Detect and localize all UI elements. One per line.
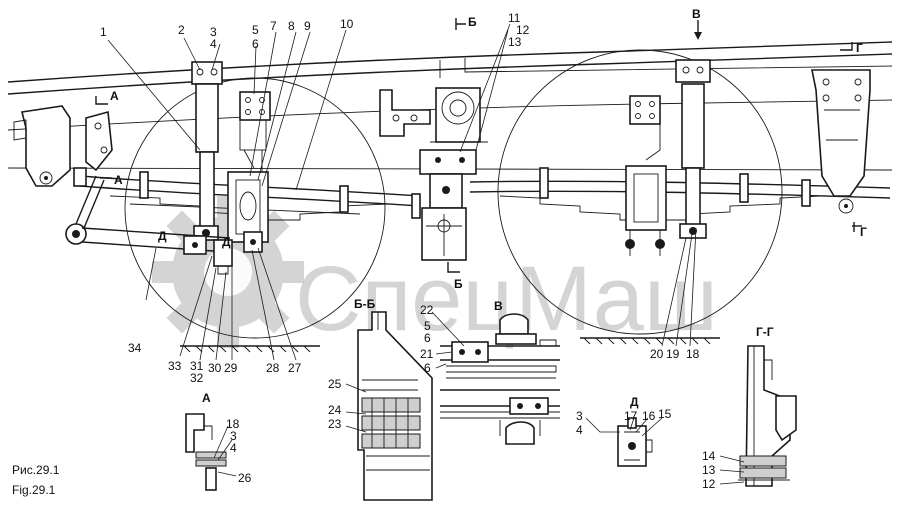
callout-28: 28 — [266, 361, 280, 375]
front-hanger-bracket — [13, 105, 113, 187]
callout-4: 4 — [210, 37, 217, 51]
detail-callouts: Б-Б 25 24 23 В 22 5 6 21 6 Д 3 4 17 16 1… — [202, 297, 774, 491]
ground-lines — [180, 337, 720, 353]
d-callout-3: 3 — [576, 409, 583, 423]
callout-33: 33 — [168, 359, 182, 373]
callout-20: 20 — [650, 347, 664, 361]
section-A-top: А — [110, 89, 119, 103]
section-letters: А А Б Б В Г Г Д Д — [110, 7, 867, 291]
d-callout-4: 4 — [576, 423, 583, 437]
bb-callout-23: 23 — [328, 417, 342, 431]
section-B-bottom: Б — [454, 277, 463, 291]
gg-callout-13: 13 — [702, 463, 716, 477]
front-spring-clamp — [227, 171, 269, 243]
callouts-main: 1 2 3 4 5 6 7 8 9 10 11 12 13 34 33 31 3… — [100, 11, 700, 385]
callout-6: 6 — [252, 37, 259, 51]
callout-9: 9 — [304, 19, 311, 33]
callout-29: 29 — [224, 361, 238, 375]
a-callout-4: 4 — [230, 441, 237, 455]
callout-19: 19 — [666, 347, 680, 361]
callout-13: 13 — [508, 35, 522, 49]
section-markers — [95, 18, 862, 273]
rear-stop-bracket — [629, 95, 661, 161]
rear-spring-clamp — [625, 165, 667, 231]
view-title-V: В — [494, 299, 503, 313]
bb-callout-25: 25 — [328, 377, 342, 391]
gg-callout-12: 12 — [702, 477, 716, 491]
callout-8: 8 — [288, 19, 295, 33]
rear-shock-absorber — [675, 59, 711, 239]
caption-en: Fig.29.1 — [12, 483, 56, 497]
callout-3: 3 — [210, 25, 217, 39]
frame-rails — [7, 41, 893, 171]
figure-caption: Рис.29.1 Fig.29.1 — [12, 463, 60, 497]
caption-ru: Рис.29.1 — [12, 463, 60, 477]
detail-view-D — [617, 417, 653, 467]
a-callout-3: 3 — [230, 429, 237, 443]
front-stop-bracket — [239, 91, 271, 172]
view-title-GG: Г-Г — [756, 325, 774, 339]
callout-7: 7 — [270, 19, 277, 33]
v-callout-6b: 6 — [424, 361, 431, 375]
d-callout-15: 15 — [658, 407, 672, 421]
callout-32: 32 — [190, 371, 204, 385]
section-B-top: Б — [468, 15, 477, 29]
v-callout-5: 5 — [424, 319, 431, 333]
callout-5: 5 — [252, 23, 259, 37]
d-callout-17: 17 — [624, 409, 638, 423]
callout-30: 30 — [208, 361, 222, 375]
section-A-mid: А — [114, 173, 123, 187]
section-G-bottom: Г — [860, 225, 867, 239]
gg-callout-14: 14 — [702, 449, 716, 463]
section-G-top: Г — [856, 41, 863, 55]
a-callout-26: 26 — [238, 471, 252, 485]
d-callout-16: 16 — [642, 409, 656, 423]
section-D-left: Д — [158, 229, 167, 243]
detail-view-V — [440, 313, 560, 445]
leader-lines — [107, 23, 745, 485]
view-title-A: А — [202, 391, 211, 405]
callout-1: 1 — [100, 25, 107, 39]
view-title-D: Д — [630, 395, 639, 409]
section-D-right: Д — [222, 235, 231, 249]
a-callout-18: 18 — [226, 417, 240, 431]
v-callout-22: 22 — [420, 303, 434, 317]
v-callout-6a: 6 — [424, 331, 431, 345]
rear-leaf-spring — [469, 165, 891, 256]
callout-34: 34 — [128, 341, 142, 355]
rear-hanger-bracket — [811, 69, 871, 214]
center-balancer — [379, 87, 488, 261]
detail-view-A — [185, 413, 227, 491]
callout-12: 12 — [516, 23, 530, 37]
bb-callout-24: 24 — [328, 403, 342, 417]
view-title-BB: Б-Б — [354, 297, 376, 311]
reactive-rod — [65, 175, 263, 275]
callout-27: 27 — [288, 361, 302, 375]
detail-view-BB — [357, 311, 433, 501]
front-leaf-spring — [79, 171, 421, 243]
callout-18: 18 — [686, 347, 700, 361]
callout-31: 31 — [190, 359, 204, 373]
v-callout-21: 21 — [420, 347, 434, 361]
section-V-top: В — [692, 7, 701, 21]
callout-10: 10 — [340, 17, 354, 31]
callout-11: 11 — [508, 11, 521, 25]
callout-2: 2 — [178, 23, 185, 37]
detail-view-GG — [738, 345, 797, 487]
